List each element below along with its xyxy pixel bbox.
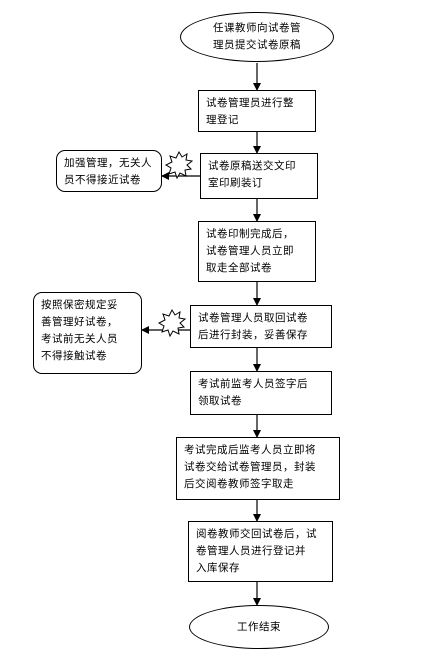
process-return-archive: 阅卷教师交回试卷后，试 卷管理人员进行登记并 入库保存 bbox=[188, 521, 333, 582]
starburst-icon bbox=[157, 308, 187, 338]
starburst-icon bbox=[164, 150, 194, 180]
end-node: 工作结束 bbox=[189, 605, 329, 649]
process-return-archive-label: 阅卷教师交回试卷后，试 卷管理人员进行登记并 入库保存 bbox=[196, 528, 317, 574]
process-proctor-collect-label: 考试前监考人员签字后 领取试卷 bbox=[198, 378, 308, 407]
note-confidentiality: 按照保密规定妥 善管理好试卷， 考试前无关人员 不得接触试卷 bbox=[33, 292, 142, 374]
note-strengthen-management: 加强管理，无关人 员不得接近试卷 bbox=[56, 150, 162, 192]
process-register-label: 试卷管理员进行整 理登记 bbox=[206, 97, 294, 126]
start-node: 任课教师向试卷管 理员提交试卷原稿 bbox=[180, 12, 334, 62]
note-strengthen-management-label: 加强管理，无关人 员不得接近试卷 bbox=[64, 157, 152, 186]
process-print: 试卷原稿送交文印 室印刷装订 bbox=[200, 153, 318, 199]
process-hand-over-label: 考试完成后监考人员立即将 试卷交给试卷管理员，封装 后交阅卷教师签字取走 bbox=[184, 444, 316, 490]
note-confidentiality-label: 按照保密规定妥 善管理好试卷， 考试前无关人员 不得接触试卷 bbox=[41, 299, 118, 362]
start-label: 任课教师向试卷管 理员提交试卷原稿 bbox=[213, 22, 301, 51]
process-seal-store-label: 试卷管理人员取回试卷 后进行封装，妥善保存 bbox=[198, 312, 308, 341]
process-collect-printed-label: 试卷印制完成后， 试卷管理人员立即 取走全部试卷 bbox=[206, 228, 294, 274]
process-proctor-collect: 考试前监考人员签字后 领取试卷 bbox=[190, 371, 332, 415]
end-label: 工作结束 bbox=[237, 620, 281, 633]
process-print-label: 试卷原稿送交文印 室印刷装订 bbox=[208, 160, 296, 189]
process-register: 试卷管理员进行整 理登记 bbox=[198, 90, 316, 132]
process-seal-store: 试卷管理人员取回试卷 后进行封装，妥善保存 bbox=[190, 305, 332, 348]
process-hand-over: 考试完成后监考人员立即将 试卷交给试卷管理员，封装 后交阅卷教师签字取走 bbox=[176, 437, 340, 500]
process-collect-printed: 试卷印制完成后， 试卷管理人员立即 取走全部试卷 bbox=[198, 221, 316, 282]
